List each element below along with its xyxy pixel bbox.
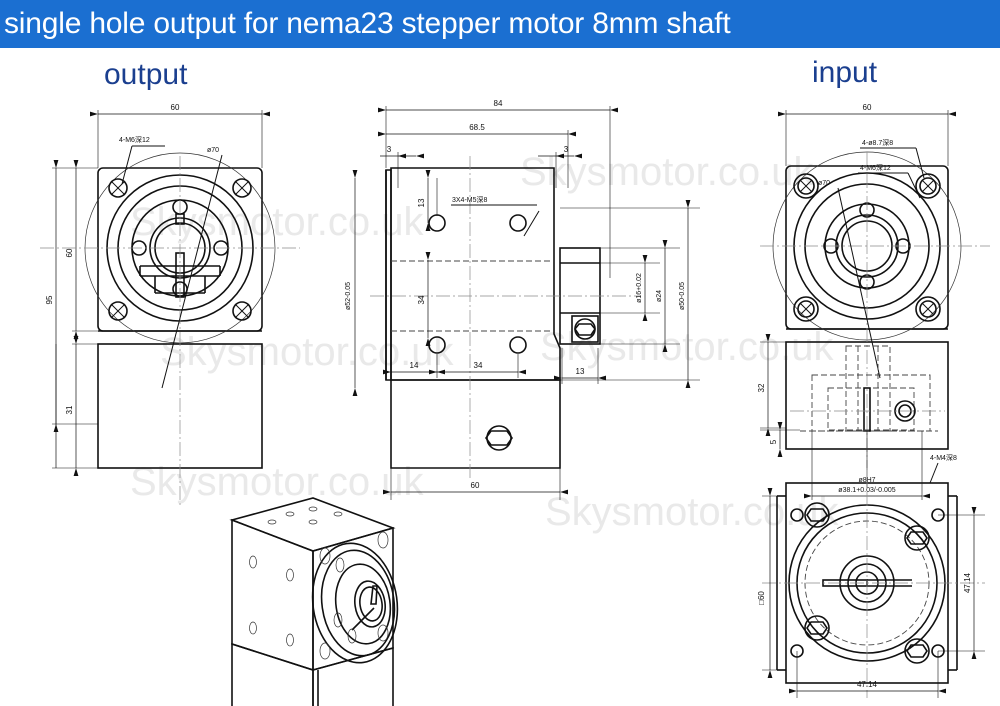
- bottom-hex-bosses: [804, 502, 930, 664]
- dim-value: 13: [576, 367, 585, 376]
- dim-value: ø16+0.02: [636, 273, 643, 303]
- view-output-front: 60 95 60 31: [40, 103, 300, 508]
- callout-input-tapped-holes: 4-M4深8: [929, 453, 957, 484]
- dim-shaft-diameters: ø16+0.02 ø24 ø50-0.05: [560, 200, 700, 388]
- dim-value: 34: [474, 361, 483, 370]
- dim-value: 47.14: [857, 680, 878, 689]
- dim-value: 5: [769, 439, 778, 444]
- dim-value: 60: [471, 481, 480, 490]
- dim-input-section-height: 32: [757, 334, 786, 436]
- dim-left-step: 3: [380, 145, 424, 188]
- callout-text: ø70: [207, 147, 219, 154]
- dim-hole-spacing-v: 34: [417, 252, 431, 346]
- dim-value: 31: [65, 405, 74, 414]
- dim-value: 60: [171, 103, 180, 112]
- dim-output-width: 60: [90, 103, 270, 168]
- view-input-front: 60: [760, 103, 990, 468]
- callout-text: ø70: [818, 180, 830, 187]
- callout-text: 4-M6深12: [860, 163, 891, 172]
- dim-value: ø50-0.05: [679, 282, 686, 310]
- callout-input-clearance-holes: 4-ø8.7深8: [860, 138, 925, 179]
- dim-overall-length: 84: [378, 99, 618, 278]
- callout-input-mounting-holes: 4-M6深12: [858, 163, 921, 199]
- dim-value: 47.14: [963, 572, 972, 593]
- dim-value: 34: [417, 295, 426, 304]
- dim-bottom-bolt-v: 47.14: [938, 507, 985, 659]
- callout-output-mounting-holes: 4-M6深12: [119, 135, 165, 185]
- dim-output-heights: 95 60 31: [45, 160, 98, 476]
- callout-side-tapped-holes: 3X4-M5深8: [451, 195, 540, 237]
- callout-text: 3X4-M5深8: [452, 195, 488, 204]
- input-corner-holes: [793, 173, 941, 322]
- dim-hole-pitch: 13: [417, 170, 438, 231]
- dim-left-flange-dia: ø52-0.05: [345, 170, 358, 396]
- caption-input-view: input: [812, 56, 878, 89]
- callout-text: 4-ø8.7深8: [862, 138, 893, 147]
- dim-value: 13: [417, 198, 426, 207]
- dim-value: 3: [387, 145, 392, 154]
- dim-bottom-bolt-h: 47.14: [789, 651, 946, 698]
- title-banner: single hole output for nema23 stepper mo…: [0, 0, 1000, 48]
- callout-text: 4-M6深12: [119, 135, 150, 144]
- callout-text: 4-M4深8: [930, 453, 957, 462]
- dim-value: ø38.1+0.03/-0.005: [838, 487, 896, 494]
- page-title: single hole output for nema23 stepper mo…: [4, 7, 731, 40]
- dim-value: 60: [863, 103, 872, 112]
- dim-value: 68.5: [469, 123, 485, 132]
- dim-value: 95: [45, 295, 54, 304]
- caption-output-view: output: [104, 58, 188, 91]
- dim-value: ø24: [656, 290, 663, 302]
- dim-value: 32: [757, 383, 766, 392]
- callout-input-pilot: ø70: [818, 180, 881, 379]
- output-corner-holes: [108, 178, 252, 321]
- dim-value: 3: [564, 145, 569, 154]
- technical-drawing: .ln { stroke:#111; fill:none; stroke-wid…: [40, 99, 990, 706]
- dim-bottom-holes: 14 34: [383, 354, 526, 380]
- view-isometric: [229, 497, 399, 706]
- dim-bottom-square: □60: [757, 488, 786, 678]
- dim-value: 84: [494, 99, 503, 108]
- dim-value: 14: [410, 361, 419, 370]
- dim-input-width: 60: [778, 103, 956, 166]
- dim-body-length: 68.5: [378, 123, 576, 188]
- view-side-section: 84 68.5 3 3: [345, 99, 700, 500]
- dim-base-width: 60: [383, 468, 568, 500]
- dim-shaft-length: 13: [554, 348, 606, 384]
- dim-input-section-step: 5: [760, 422, 800, 457]
- view-bottom: □60 47.14 47.14: [757, 470, 985, 698]
- callout-output-pilot: ø70: [161, 147, 223, 389]
- dim-value: 60: [65, 248, 74, 257]
- view-input-section: 32 5 ø8H7: [757, 334, 957, 500]
- dim-right-step: 3: [538, 145, 582, 188]
- dim-value: ø52-0.05: [345, 282, 352, 310]
- dim-value: □60: [757, 591, 766, 605]
